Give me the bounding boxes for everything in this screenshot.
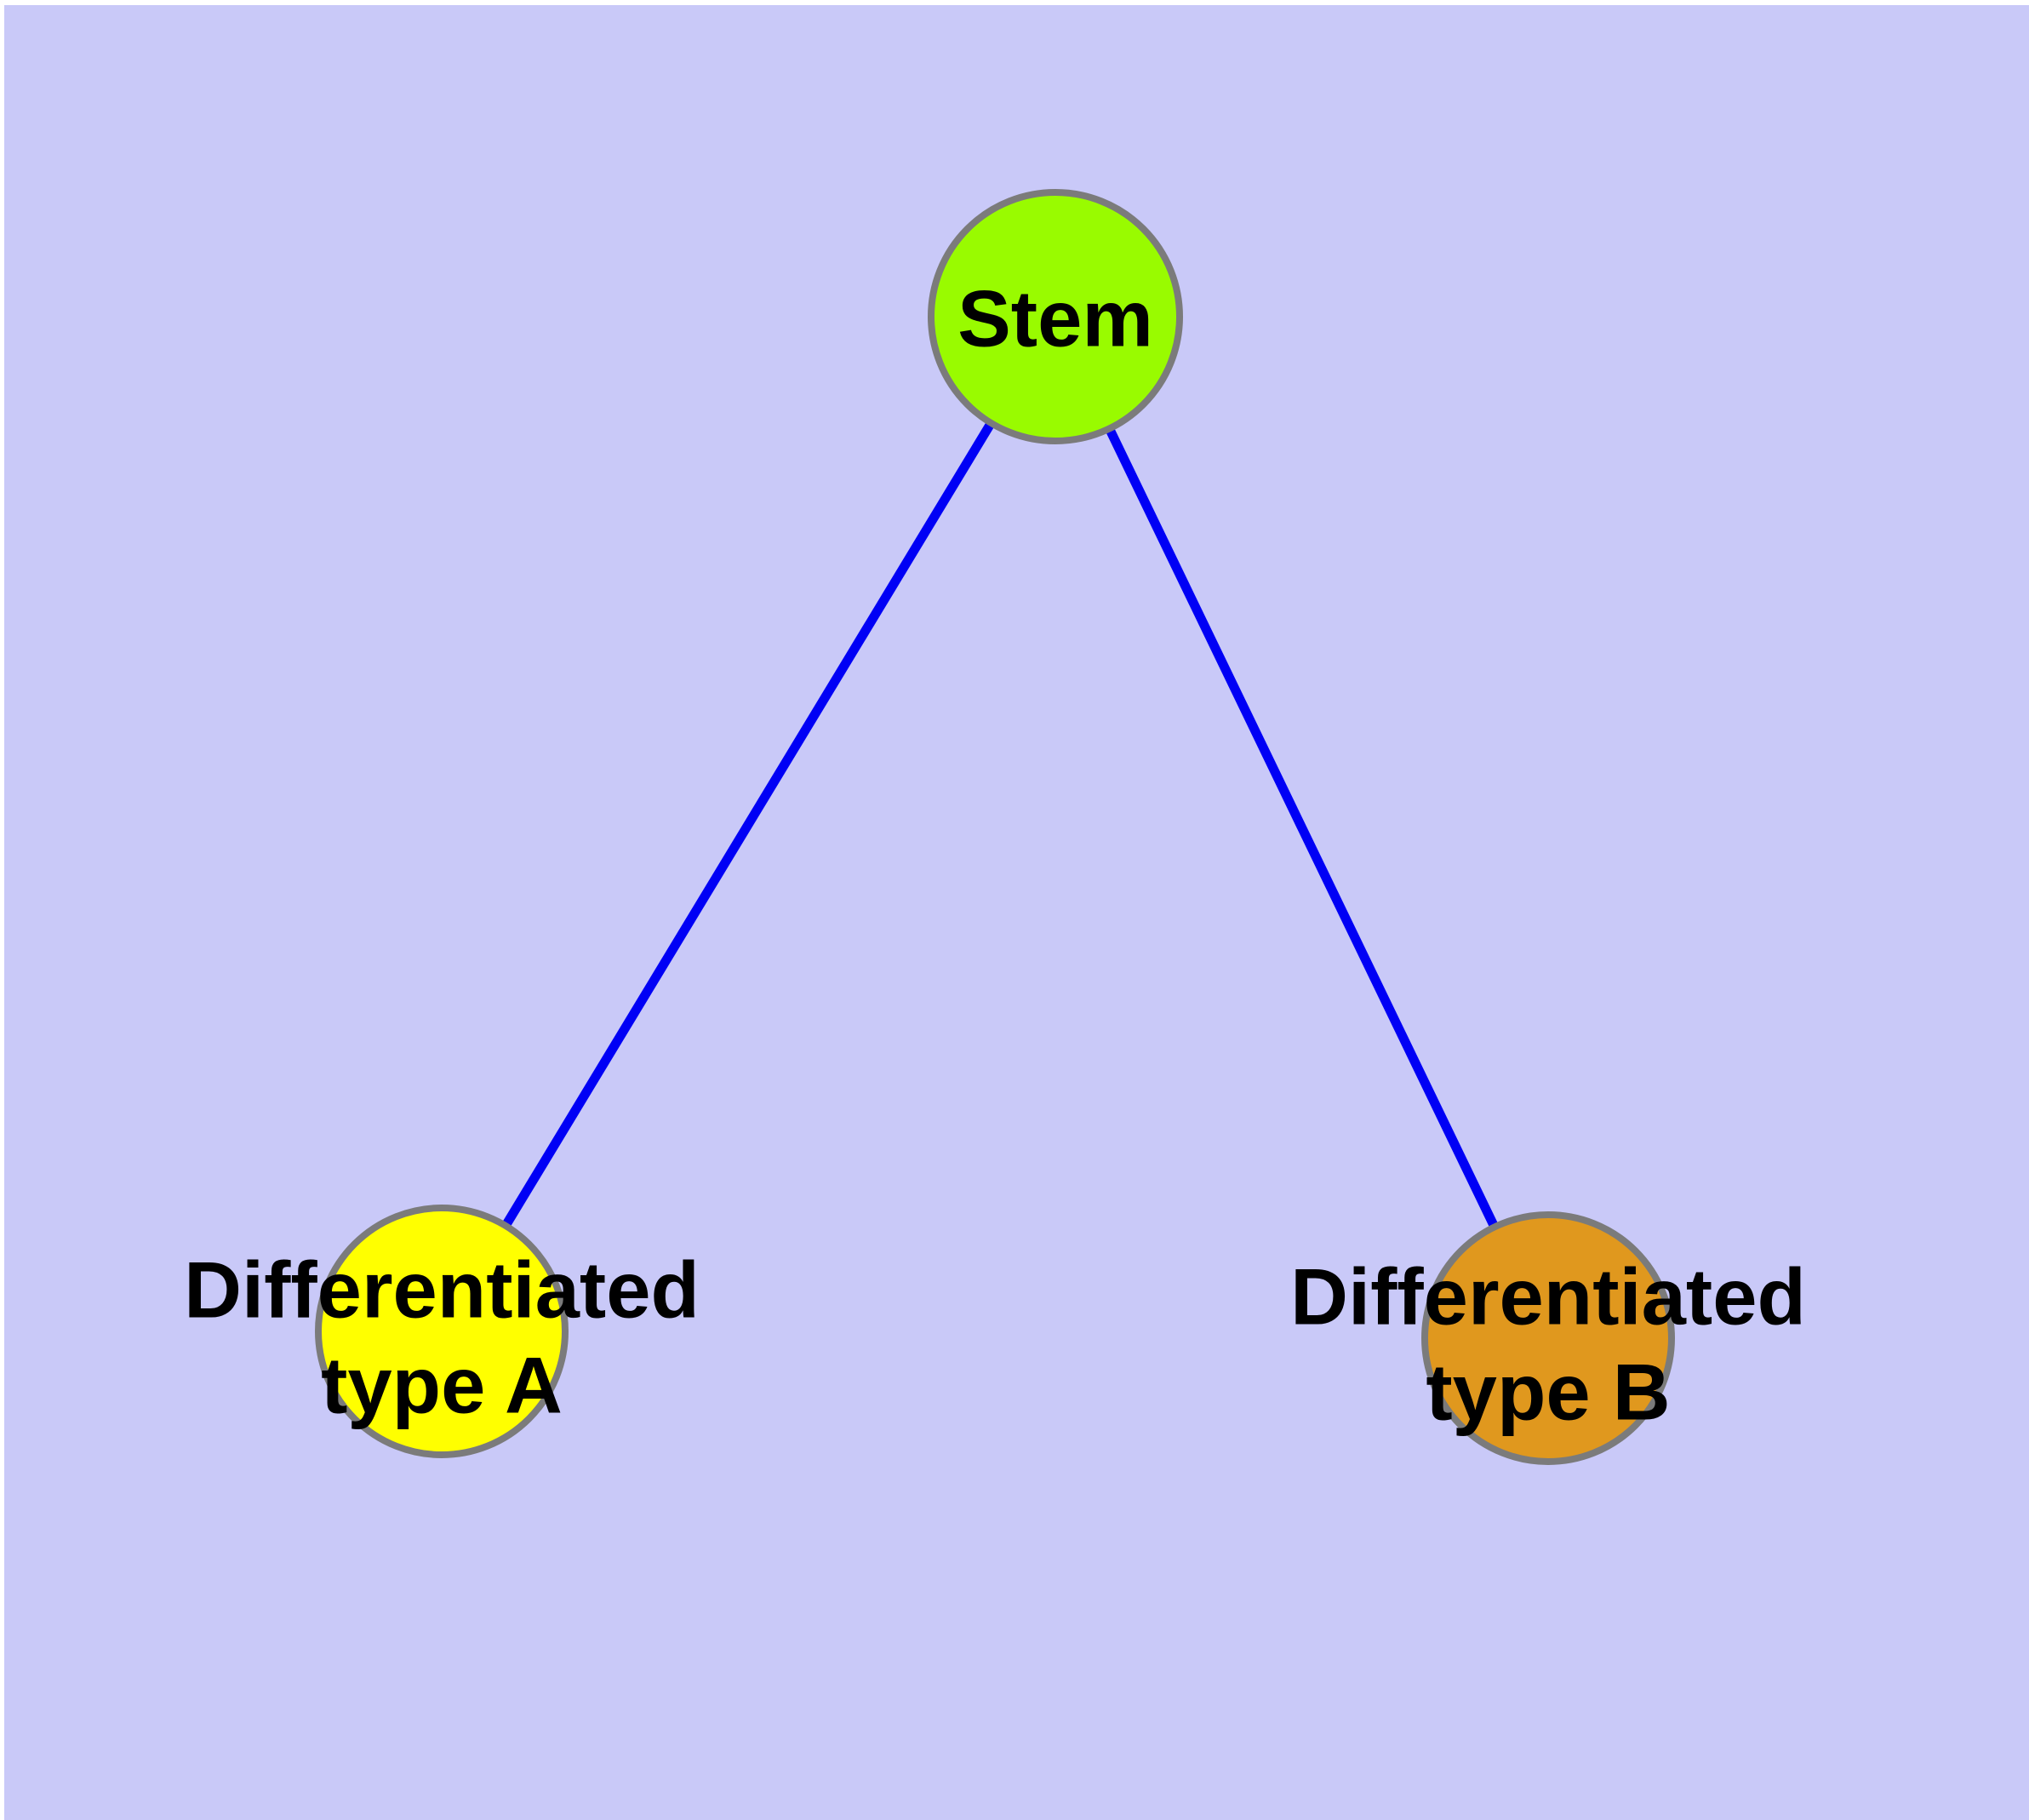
- node-type-a-label-line2: type A: [321, 1341, 563, 1430]
- node-differentiated-type-b: [1421, 1211, 1675, 1465]
- node-differentiated-type-a: [315, 1205, 569, 1458]
- node-stem-label: Stem: [957, 274, 1153, 363]
- node-type-b-label-line1: Differentiated: [1290, 1252, 1806, 1342]
- edge-stem-to-type-a: [437, 314, 1060, 1334]
- edge-stem-to-type-b: [1051, 314, 1552, 1341]
- node-type-b-label-line2: type B: [1426, 1348, 1670, 1437]
- node-type-a-label-line1: Differentiated: [184, 1245, 700, 1335]
- node-stem: [928, 189, 1183, 444]
